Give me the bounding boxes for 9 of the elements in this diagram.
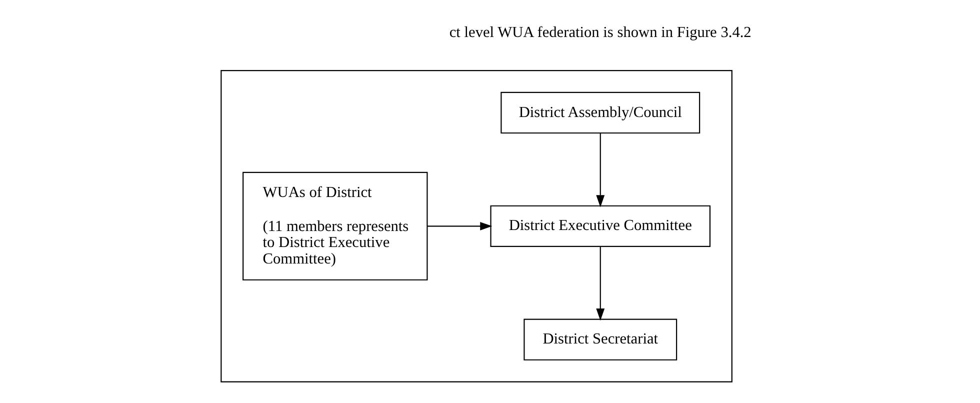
node-box: WUAs of District (11 members represents to District Executive Committee) <box>242 172 428 280</box>
arrow <box>596 133 604 208</box>
arrow <box>426 222 492 230</box>
cluster <box>220 70 732 382</box>
node-box: District Secretariat <box>523 318 677 360</box>
label: ct level WUA federation is shown in Figure 3.4.2 <box>448 24 751 41</box>
node-box: District Executive Committee <box>490 205 710 247</box>
node-box: District Assembly/Council <box>500 92 700 134</box>
arrow <box>596 246 604 321</box>
